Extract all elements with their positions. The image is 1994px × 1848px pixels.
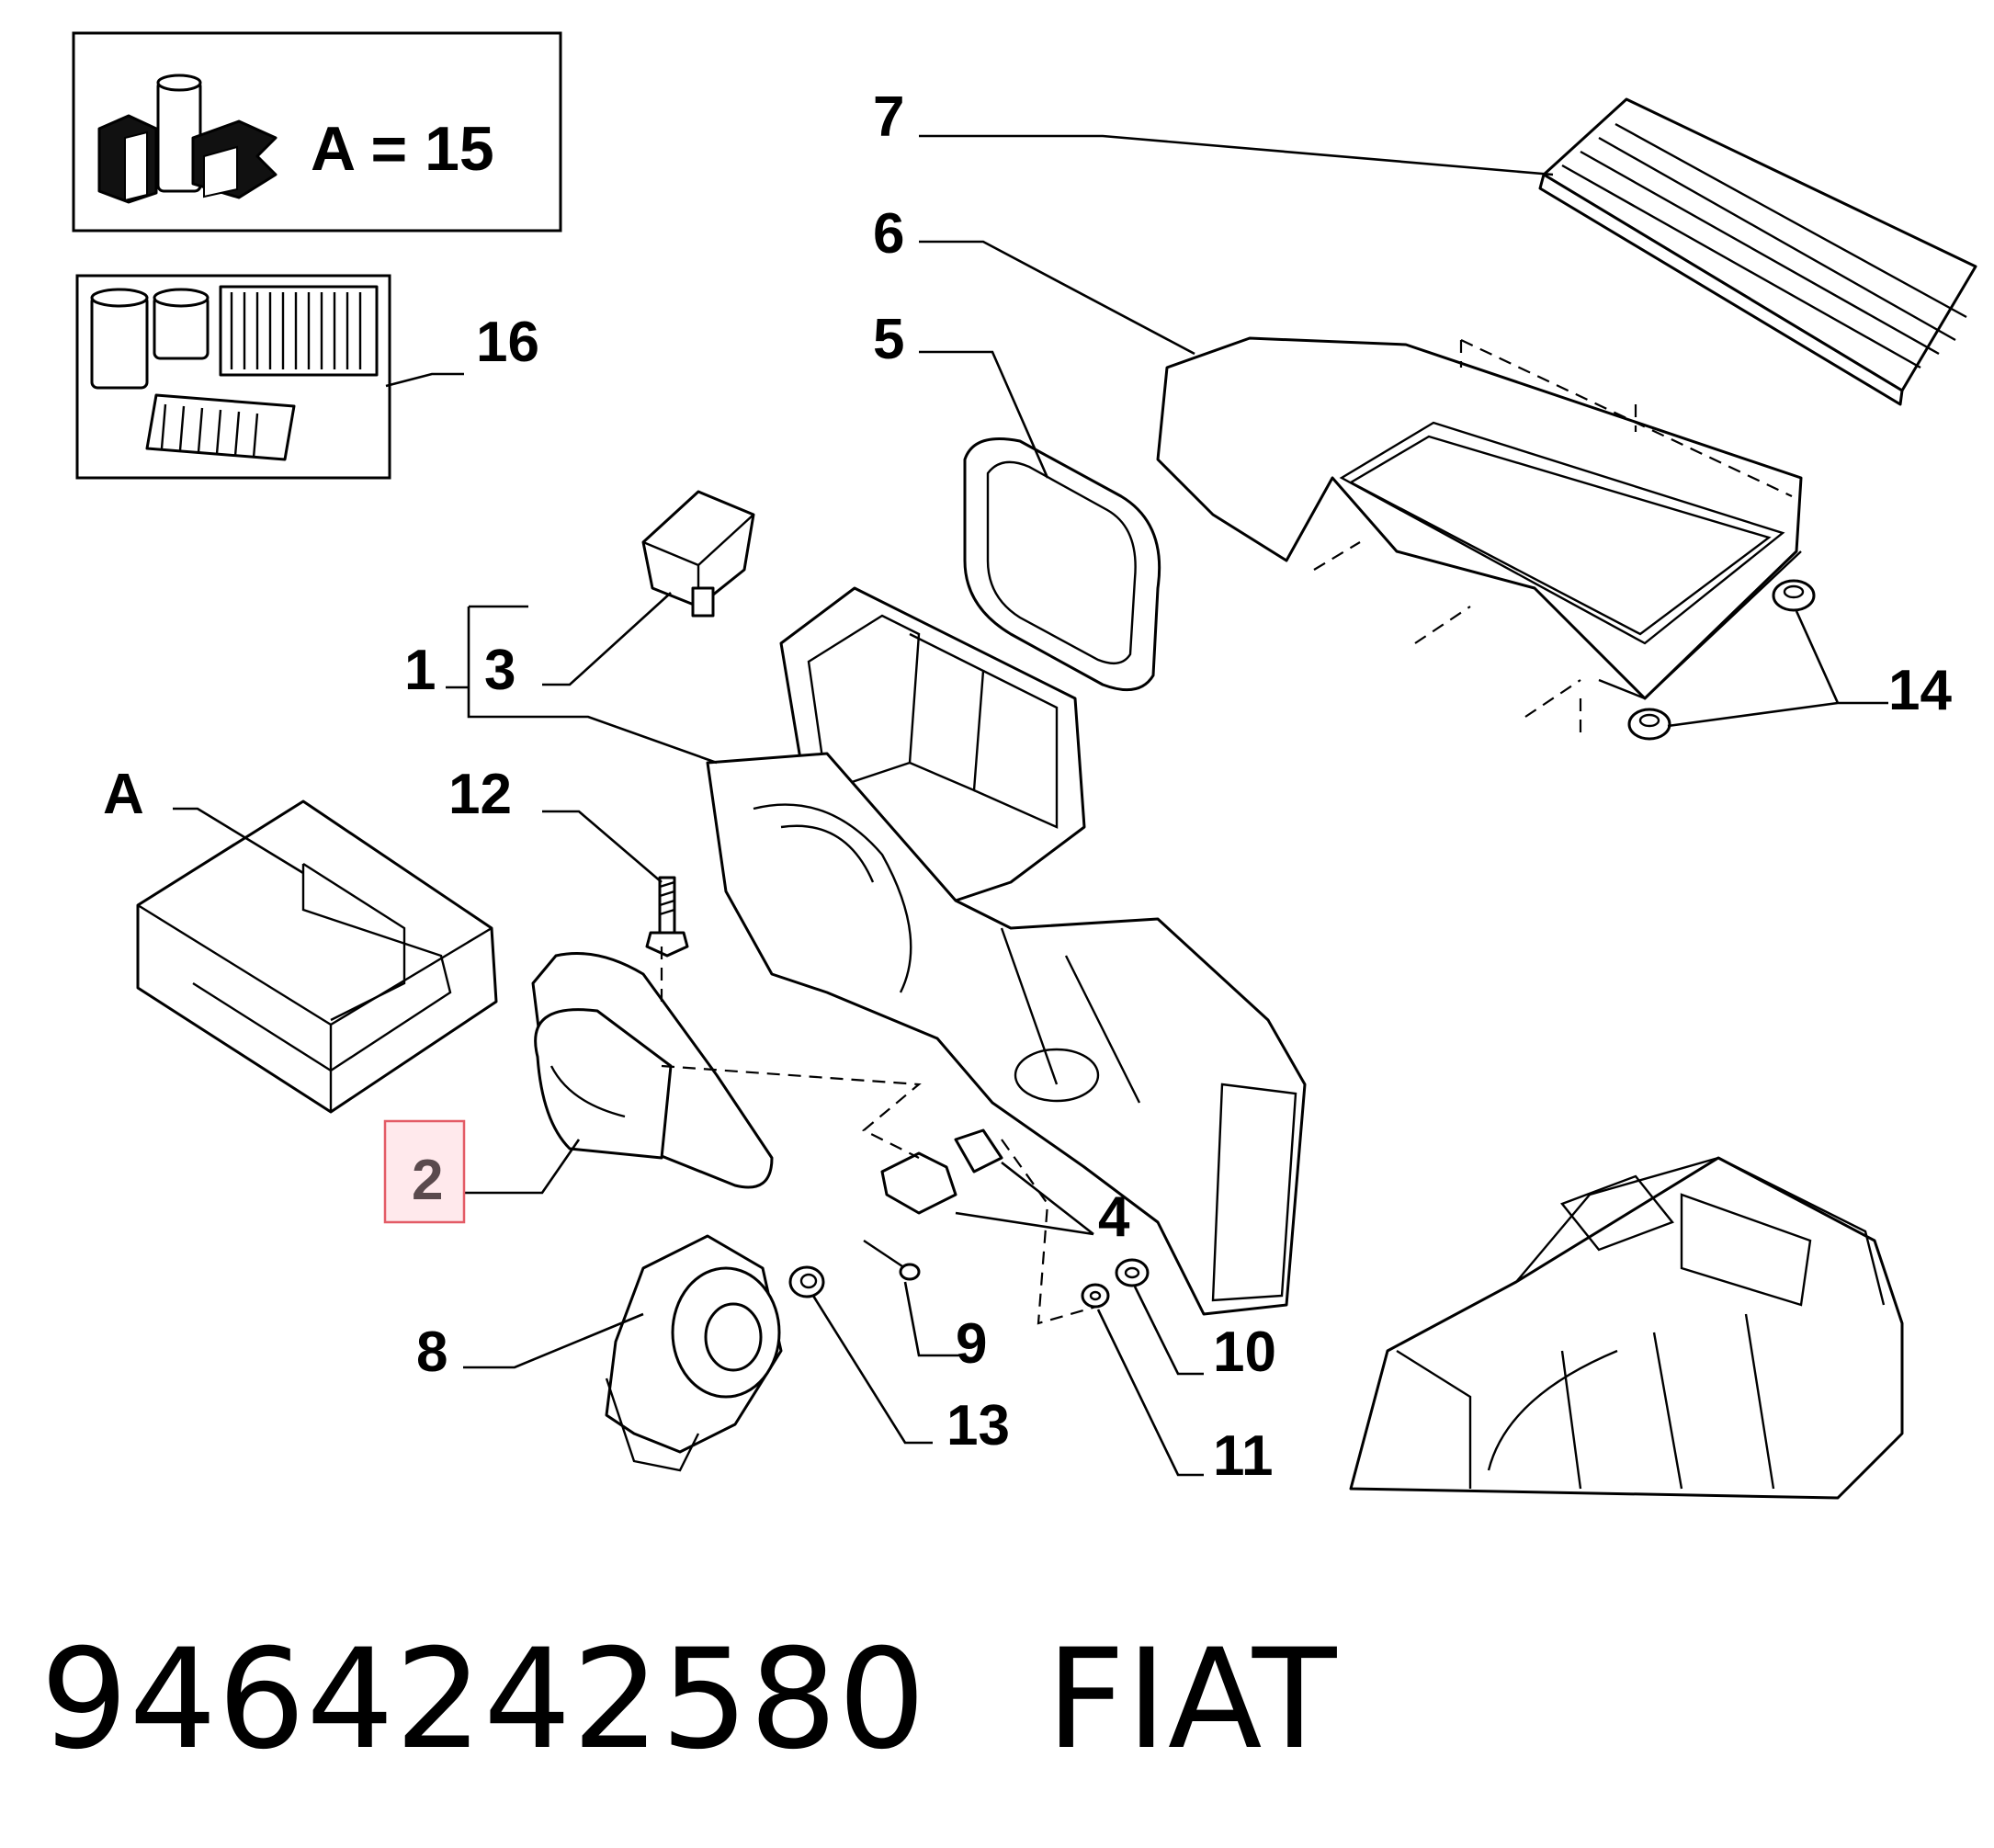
part-number: 9464242580: [40, 1620, 927, 1780]
brand-name: FIAT: [1046, 1620, 1338, 1780]
callout-A: A: [103, 763, 144, 826]
callout-3: 3: [484, 639, 515, 702]
filters-box: [75, 274, 391, 480]
clip-4: [880, 1128, 1003, 1215]
callout-5: 5: [873, 308, 904, 371]
washer-11: [1081, 1283, 1110, 1309]
washer-10: [1115, 1258, 1150, 1287]
part-caption: 9464242580 FIAT: [40, 1617, 1337, 1783]
fiat-parts-package-icon: [97, 74, 278, 204]
screw-12: [645, 876, 689, 958]
callout-12: 12: [448, 763, 512, 826]
kit-a-box: [136, 799, 498, 1114]
callout-4: 4: [1098, 1185, 1130, 1249]
kit-quantity-label: A = 15: [311, 114, 494, 184]
callout-11: 11: [1213, 1424, 1274, 1488]
nut-13: [788, 1265, 825, 1298]
callout-13: 13: [946, 1394, 1010, 1457]
leader-lines: [173, 134, 1888, 1477]
dashed-guides-lower: [660, 947, 1104, 1325]
dashed-guides-housing: [1313, 339, 1793, 735]
nut-14a: [1772, 579, 1816, 612]
callout-1: 1: [404, 639, 436, 702]
blower-scroll: [706, 752, 1307, 1316]
upper-air-housing: [1156, 336, 1803, 700]
actuator: [641, 490, 755, 618]
oil-and-air-filters-icon: [90, 285, 379, 461]
heater-unit-partial: [1349, 1156, 1904, 1500]
callout-7: 7: [873, 85, 904, 149]
blower-fan: [605, 1234, 783, 1472]
callout-2-highlight: 2: [383, 1119, 466, 1224]
callout-8: 8: [416, 1321, 448, 1384]
screw-9: [863, 1240, 921, 1281]
callout-2: 2: [412, 1149, 443, 1212]
gasket: [963, 437, 1161, 692]
cabin-filter: [1538, 97, 1977, 406]
callout-16: 16: [476, 311, 539, 374]
callout-14: 14: [1888, 659, 1952, 722]
callouts: 7 6 5 1 3 12 A 16 14 2 4 9 8 10 13 11: [103, 85, 1952, 1488]
callout-10: 10: [1213, 1321, 1276, 1384]
callout-6: 6: [873, 202, 904, 266]
kit-box: A = 15: [72, 31, 562, 232]
nut-14b: [1627, 708, 1671, 741]
callout-9: 9: [956, 1312, 987, 1376]
